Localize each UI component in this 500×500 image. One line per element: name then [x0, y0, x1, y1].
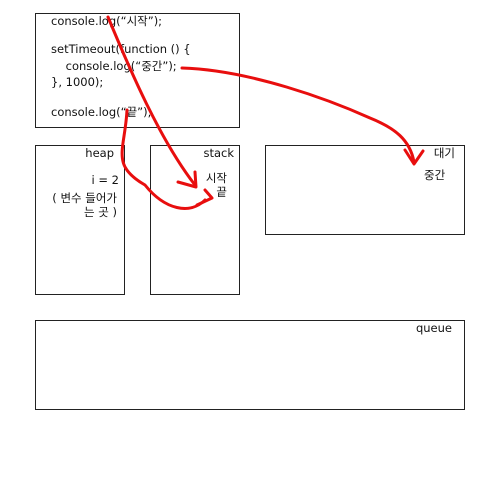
stack-title: stack — [203, 146, 234, 160]
wait-item: 중간 — [424, 168, 446, 182]
code-line-5: console.log(“끝”); — [51, 105, 152, 119]
stack-box: stack 시작 끝 — [150, 145, 240, 295]
wait-box: 대기 중간 — [265, 145, 465, 235]
heap-box: heap i = 2 ( 변수 들어가 는 곳 ) — [35, 145, 125, 295]
heap-note-line-1: ( 변수 들어가 — [52, 191, 117, 205]
code-line-4: }, 1000); — [51, 75, 104, 89]
heap-title: heap — [85, 146, 114, 160]
queue-title: queue — [415, 321, 452, 335]
heap-note-line-2: 는 곳 ) — [84, 205, 117, 219]
code-line-2: setTimeout(function () { — [51, 42, 191, 56]
code-box: console.log(“시작”); setTimeout(function (… — [35, 13, 240, 128]
queue-box: queue — [35, 320, 465, 410]
wait-title: 대기 — [433, 146, 455, 160]
code-line-1: console.log(“시작”); — [51, 14, 163, 28]
stack-item-2: 끝 — [216, 185, 227, 199]
heap-variable: i = 2 — [91, 173, 119, 187]
code-line-3: console.log(“중간”); — [51, 59, 177, 73]
stack-item-1: 시작 — [205, 171, 227, 185]
